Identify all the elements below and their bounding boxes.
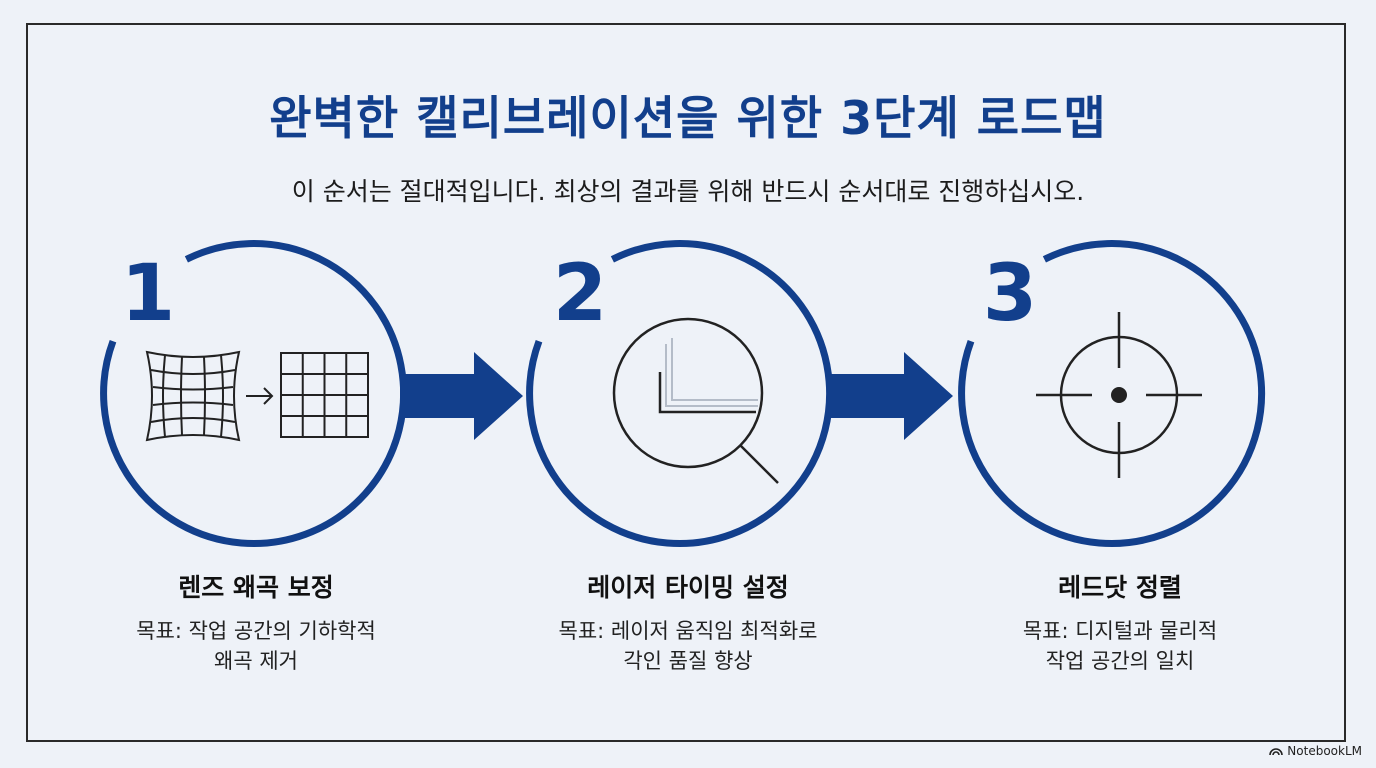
arrow-1-to-2 xyxy=(400,352,523,440)
crosshair-icon xyxy=(1036,312,1202,478)
step-2-desc-line1: 목표: 레이저 움직임 최적화로 xyxy=(558,619,818,643)
page-subtitle: 이 순서는 절대적입니다. 최상의 결과를 위해 반드시 순서대로 진행하십시오… xyxy=(291,177,1085,206)
notebooklm-logo-icon xyxy=(1269,748,1284,756)
step-3-desc-line1: 목표: 디지털과 물리적 xyxy=(1022,619,1218,643)
step-1-description: 목표: 작업 공간의 기하학적 왜곡 제거 xyxy=(66,616,446,676)
step-1-title: 렌즈 왜곡 보정 xyxy=(178,573,334,602)
step-2-title: 레이저 타이밍 설정 xyxy=(587,573,789,602)
step-1-number: 1 xyxy=(121,249,175,339)
step-3-number: 3 xyxy=(983,249,1037,339)
step-2-number: 2 xyxy=(553,249,607,339)
step-3-title: 레드닷 정렬 xyxy=(1058,573,1182,602)
step-1-ring xyxy=(100,240,408,547)
step-1-desc-line2: 왜곡 제거 xyxy=(214,649,298,673)
step-1-desc-line1: 목표: 작업 공간의 기하학적 xyxy=(136,619,376,643)
page-title: 완벽한 캘리브레이션을 위한 3단계 로드맵 xyxy=(269,91,1107,145)
branding-label: NotebookLM xyxy=(1287,744,1362,758)
lens-distortion-icon xyxy=(145,350,369,442)
notebooklm-badge: NotebookLM xyxy=(1269,744,1362,758)
step-2-desc-line2: 각인 품질 향상 xyxy=(623,649,753,673)
magnifier-icon xyxy=(612,317,779,484)
step-3-desc-line2: 작업 공간의 일치 xyxy=(1045,649,1195,673)
arrow-2-to-3 xyxy=(831,352,953,440)
diagram-frame xyxy=(26,23,1346,742)
step-3-description: 목표: 디지털과 물리적 작업 공간의 일치 xyxy=(930,616,1310,676)
step-3-ring xyxy=(958,240,1266,547)
step-2-ring xyxy=(526,240,834,547)
step-2-description: 목표: 레이저 움직임 최적화로 각인 품질 향상 xyxy=(498,616,878,676)
